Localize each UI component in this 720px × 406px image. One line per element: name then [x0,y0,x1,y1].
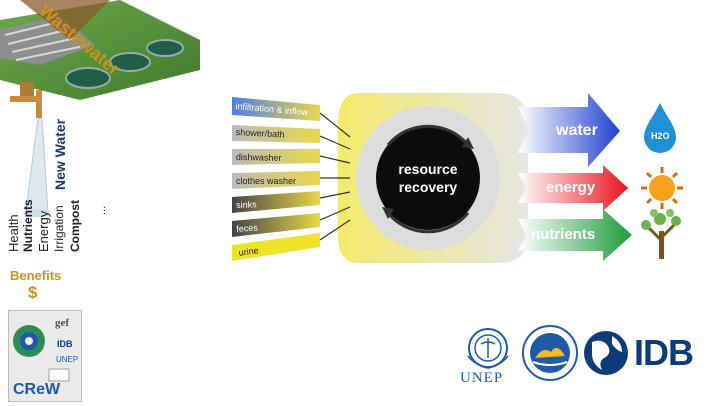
treatment-plant-image [0,0,200,130]
resource-recovery-label: resource recovery [378,160,478,196]
water-arrow [518,93,620,167]
crew-logo-panel: gef IDB UNEP CReW [8,310,82,402]
currency-symbol: $ [28,283,38,302]
nutrients-arrow [518,209,632,261]
input-ribbons [232,97,320,261]
crew-gear-icon [13,325,70,382]
benefit-health: Health [6,214,21,252]
benefit-irrigation: Irrigation [52,205,66,252]
idb-logo: IDB [582,328,702,378]
input-label-dishwasher: dishwasher [235,152,282,163]
input-label-clothes-washer: clothes washer [236,176,297,186]
output-label-energy: energy [546,179,596,196]
cartagena-emblem-icon [522,325,578,381]
output-label-water: water [556,122,598,139]
center-line-2: recovery [398,179,458,195]
resource-recovery-core [376,126,480,230]
water-drop-icon [644,103,676,153]
benefit-compost: Compost [68,200,82,252]
resource-recovery-diagram [228,85,688,270]
new-water-label: New Water [52,118,68,190]
idb-emblem-icon [584,331,628,375]
tree-icon [641,209,681,259]
idb-logo-text: IDB [634,332,694,373]
unep-logo-text: UNEP [460,370,504,386]
output-label-nutrients: nutrients [531,226,596,243]
center-line-1: resource [398,161,458,177]
unep-logo: UNEP [456,326,520,388]
unep-small-logo: UNEP [56,355,79,364]
benefit-nutrients: Nutrients [21,199,35,252]
input-label-feces: feces [236,222,259,234]
benefit-energy: Energy [36,210,51,252]
water-drop-text: H2O [651,131,670,141]
idb-small-logo: IDB [57,339,73,349]
crew-logo-text: CReW [13,381,61,398]
energy-arrow [518,165,628,211]
cartagena-convention-logo [521,322,579,384]
gef-logo: gef [55,317,70,329]
benefit-more: ... [96,205,108,215]
water-stream-image [20,117,60,218]
unep-emblem-icon [467,328,509,369]
sun-icon [641,167,683,209]
input-label-sinks: sinks [236,199,257,210]
benefits-title: Benefits [10,268,62,283]
